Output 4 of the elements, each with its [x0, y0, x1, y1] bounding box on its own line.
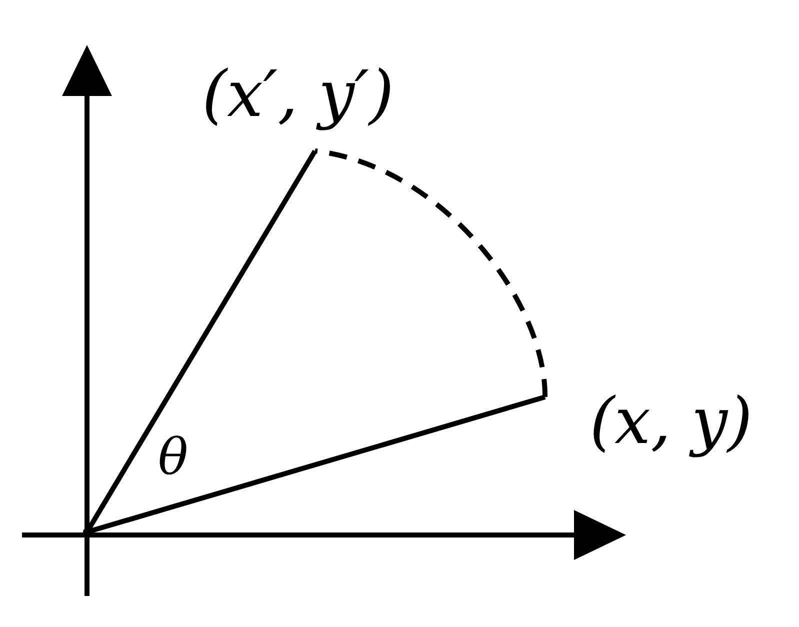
point-label: (x, y) [546, 372, 796, 472]
dashed-arc [314, 148, 548, 398]
angle-label: θ [158, 432, 188, 482]
point-label: (x′, y′) [168, 40, 428, 150]
